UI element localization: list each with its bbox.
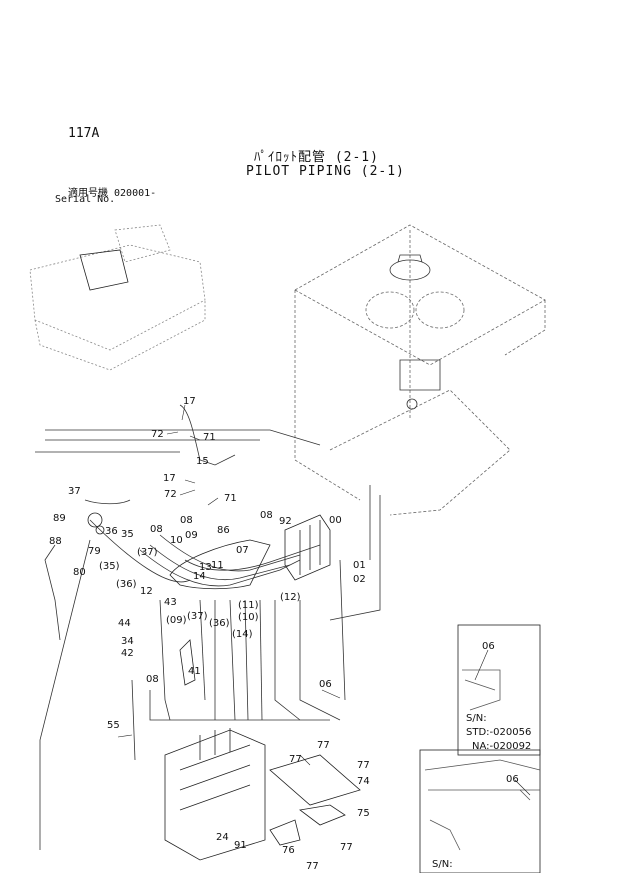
callout-37-ref: (37) xyxy=(187,611,208,622)
callout-74: 74 xyxy=(357,776,370,787)
callout-75: 75 xyxy=(357,808,370,819)
inset-top-na: NA:-020092 xyxy=(472,741,532,752)
callout-77: 77 xyxy=(340,842,353,853)
callout-14-ref: (14) xyxy=(232,629,253,640)
callout-09-ref: (09) xyxy=(166,615,187,626)
callout-08: 08 xyxy=(146,674,159,685)
callout-41: 41 xyxy=(188,666,201,677)
inset-top-sn-label: S/N: xyxy=(466,713,487,724)
solenoid-valve-block xyxy=(284,514,331,581)
leader-lines xyxy=(117,404,531,796)
callout-11-ref: (11) xyxy=(238,600,259,611)
hose-bundle xyxy=(169,539,271,590)
callout-79: 79 xyxy=(88,546,101,557)
callout-44: 44 xyxy=(118,618,131,629)
callout-76: 76 xyxy=(282,845,295,856)
callout-77: 77 xyxy=(306,861,319,872)
pilot-hoses xyxy=(35,404,381,850)
callout-42: 42 xyxy=(121,648,134,659)
callout-77: 77 xyxy=(317,740,330,751)
callout-35-ref: (35) xyxy=(99,561,120,572)
callout-08: 08 xyxy=(150,524,163,535)
callout-15: 15 xyxy=(196,456,209,467)
callout-36-ref: (36) xyxy=(116,579,137,590)
swing-motor xyxy=(389,254,441,410)
inset-bottom-sn-label: S/N: xyxy=(432,859,453,870)
callout-71: 71 xyxy=(203,432,216,443)
callout-10-ref: (10) xyxy=(238,612,259,623)
callout-24: 24 xyxy=(216,832,229,843)
inset-top-part: 06 xyxy=(482,641,495,652)
callout-91: 91 xyxy=(234,840,247,851)
callout-01: 01 xyxy=(353,560,366,571)
callout-35: 35 xyxy=(121,529,134,540)
callout-13: 13 xyxy=(199,562,212,573)
inset-bottom-frame xyxy=(419,749,541,873)
callout-72: 72 xyxy=(164,489,177,500)
title-japanese: ﾊﾟｲﾛｯﾄ配管 (2-1) xyxy=(254,150,379,165)
pressure-switch xyxy=(87,512,105,535)
joystick-bracket xyxy=(179,639,196,686)
callout-10: 10 xyxy=(170,535,183,546)
callout-36-ref: (36) xyxy=(209,618,230,629)
callout-34: 34 xyxy=(121,636,134,647)
callout-80: 80 xyxy=(73,567,86,578)
callout-17: 17 xyxy=(183,396,196,407)
callout-07: 07 xyxy=(236,545,249,556)
callout-72: 72 xyxy=(151,429,164,440)
callout-14: 14 xyxy=(193,571,206,582)
serial-label-japanese: 適用号機 020001- xyxy=(68,188,157,199)
callout-08: 08 xyxy=(260,510,273,521)
serial-label-english: Serial No. xyxy=(55,194,116,205)
control-valve xyxy=(164,728,266,861)
callout-43: 43 xyxy=(164,597,177,608)
callout-00: 00 xyxy=(329,515,342,526)
callout-09: 09 xyxy=(185,530,198,541)
machine-overview-sketch xyxy=(29,224,206,371)
callout-77: 77 xyxy=(289,754,302,765)
inset-top-std: STD:-020056 xyxy=(466,727,532,738)
callout-02: 02 xyxy=(353,574,366,585)
callout-11: 11 xyxy=(211,560,224,571)
callout-06: 06 xyxy=(319,679,332,690)
inset-bottom-part: 06 xyxy=(506,774,519,785)
page-number: 117A xyxy=(68,126,100,141)
callout-92: 92 xyxy=(279,516,292,527)
callout-88: 88 xyxy=(49,536,62,547)
callout-86: 86 xyxy=(217,525,230,536)
bracket-plate xyxy=(269,754,361,846)
callout-71: 71 xyxy=(224,493,237,504)
upper-frame-structure xyxy=(294,224,546,516)
callout-17: 17 xyxy=(163,473,176,484)
inset-top-frame xyxy=(457,624,541,756)
callout-37-ref: (37) xyxy=(137,547,158,558)
callout-55: 55 xyxy=(107,720,120,731)
callout-36: 36 xyxy=(105,526,118,537)
callout-12-ref: (12) xyxy=(280,592,301,603)
callout-77: 77 xyxy=(357,760,370,771)
callout-08: 08 xyxy=(180,515,193,526)
title-english: PILOT PIPING (2-1) xyxy=(246,164,405,179)
callout-89: 89 xyxy=(53,513,66,524)
callout-12: 12 xyxy=(140,586,153,597)
callout-37: 37 xyxy=(68,486,81,497)
